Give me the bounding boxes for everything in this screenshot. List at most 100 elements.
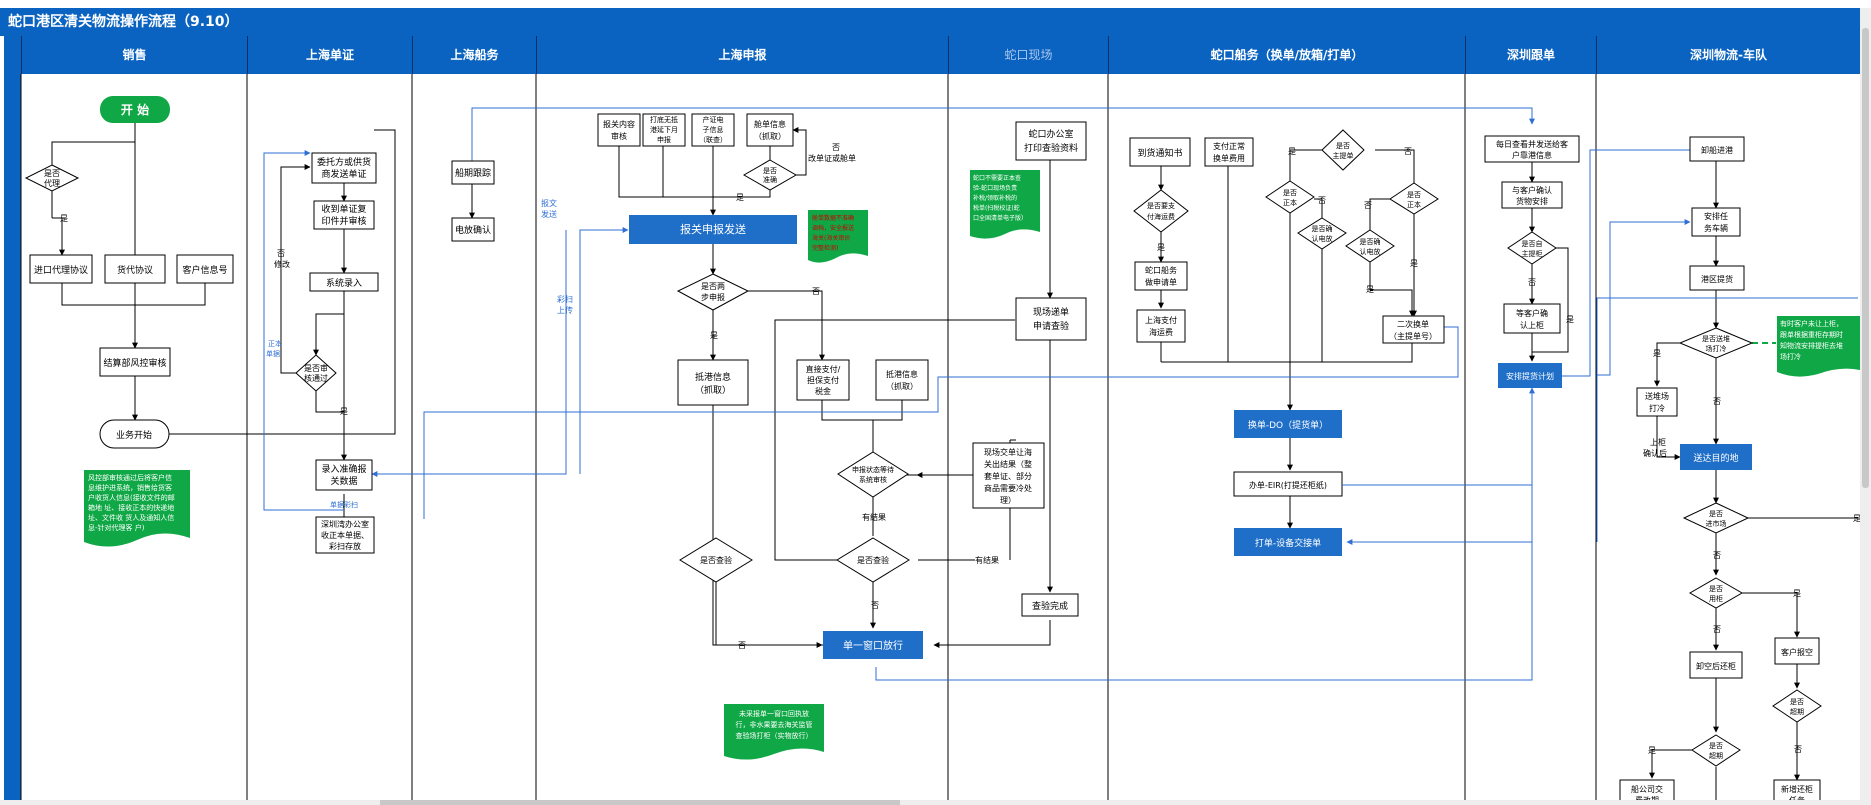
svg-text:与客户确认: 与客户确认 bbox=[1512, 185, 1552, 195]
box-empty-return: 卸空后还柜 bbox=[1689, 651, 1743, 679]
label-original: 正本 bbox=[268, 339, 282, 348]
box-cust-empty: 客户报空 bbox=[1774, 637, 1820, 665]
svg-text:港延下月: 港延下月 bbox=[650, 125, 678, 134]
decision-self-pickup: 是否自 主提柜 bbox=[1507, 231, 1557, 265]
box-arrival-notice: 到货通知书 bbox=[1129, 137, 1191, 167]
box-sz-office: 深圳湾办公室 收正本单据、 彩扫存放 bbox=[315, 516, 375, 554]
svg-text:安排提货计划: 安排提货计划 bbox=[1506, 371, 1554, 381]
svg-text:船公司交: 船公司交 bbox=[1631, 784, 1663, 794]
svg-text:户收货人信息(接收文件的邮: 户收货人信息(接收文件的邮 bbox=[88, 493, 175, 502]
note-truck: 有时客户未让上柜， 跟单根据重柜存期时 知物流安排提柜去堆 场打冷 bbox=[1777, 316, 1860, 377]
svg-text:是否查验: 是否查验 bbox=[857, 555, 889, 565]
label-self-yes: 是 bbox=[1566, 315, 1574, 324]
svg-text:舱单信息: 舱单信息 bbox=[754, 119, 786, 129]
box-ship-track: 船期跟踪 bbox=[451, 160, 495, 185]
svg-text:结算部风控审核: 结算部风控审核 bbox=[103, 357, 166, 369]
svg-text:卸船进港: 卸船进港 bbox=[1701, 145, 1733, 155]
label-overdue2-no: 否 bbox=[1794, 745, 1802, 754]
box-declare-send: 报关申报发送 bbox=[629, 215, 797, 244]
label-orig2-yes: 是 bbox=[1410, 259, 1418, 268]
label-main-yes: 是 bbox=[1288, 147, 1296, 156]
box-arrange-truck: 安排任 务车辆 bbox=[1691, 207, 1741, 237]
svg-text:系统录入: 系统录入 bbox=[326, 277, 362, 289]
lane-header-sh-declare: 上海申报 bbox=[536, 36, 948, 74]
decision-original-1: 是否 正本 bbox=[1265, 180, 1315, 214]
box-pay-tax: 直接支付/ 担保支付 税金 bbox=[796, 359, 850, 401]
note-sales: 风控部审核通过后将客户信 息维护进系统，销售给货客 户收货人信息(接收文件的邮 … bbox=[84, 470, 190, 547]
box-entrust: 委托方或供货 商发送单证 bbox=[311, 152, 377, 184]
label-manifest-no: 否 bbox=[832, 143, 840, 152]
box-tel-confirm: 电放确认 bbox=[451, 217, 495, 242]
label-report-send2: 发送 bbox=[541, 209, 557, 219]
vertical-scrollbar[interactable] bbox=[1860, 8, 1871, 805]
svg-text:单一窗口放行: 单一窗口放行 bbox=[843, 639, 903, 652]
box-to-destination: 送达目的地 bbox=[1680, 444, 1752, 470]
box-sk-ship-apply: 蛇口船务 做申请单 bbox=[1134, 261, 1188, 291]
svg-text:办单-EIR(打提还柜纸): 办单-EIR(打提还柜纸) bbox=[1249, 480, 1327, 490]
svg-text:进市场: 进市场 bbox=[1706, 519, 1727, 528]
svg-text:系统审核: 系统审核 bbox=[859, 475, 887, 484]
box-customer-info: 客户信息号 bbox=[176, 254, 234, 284]
label-cold-no: 否 bbox=[1713, 397, 1721, 406]
label-use-no: 否 bbox=[1713, 625, 1721, 634]
svg-text:收正本单据、: 收正本单据、 bbox=[321, 530, 369, 540]
box-daily-check: 每日查看并发送给客 户靠港信息 bbox=[1484, 135, 1580, 163]
svg-text:知物流安排提柜去堆: 知物流安排提柜去堆 bbox=[1780, 341, 1843, 350]
blue-connectors bbox=[371, 107, 1858, 681]
box-import-agent: 进口代理协议 bbox=[29, 254, 93, 284]
svg-text:收到单证复: 收到单证复 bbox=[321, 203, 366, 215]
label-self-no: 否 bbox=[1528, 278, 1536, 287]
svg-text:商品需要冷处: 商品需要冷处 bbox=[984, 483, 1032, 493]
node-business-start: 业务开始 bbox=[99, 419, 170, 449]
svg-text:船期跟踪: 船期跟踪 bbox=[455, 167, 491, 179]
svg-text:（抓取）: （抓取） bbox=[886, 381, 918, 391]
svg-text:彩扫存放: 彩扫存放 bbox=[329, 541, 361, 551]
svg-text:是否确: 是否确 bbox=[1360, 237, 1381, 246]
label-pass-yes: 是 bbox=[340, 407, 348, 416]
svg-text:场打冷: 场打冷 bbox=[1780, 352, 1801, 361]
svg-text:电放确认: 电放确认 bbox=[455, 224, 491, 236]
svg-text:每日查看并发送给客: 每日查看并发送给客 bbox=[1496, 139, 1568, 149]
svg-text:是否: 是否 bbox=[1790, 698, 1804, 706]
box-manifest: 舱单信息 （抓取） bbox=[746, 113, 794, 147]
lane-header-sk-shipping: 蛇口船务（换单/放箱/打单） bbox=[1108, 36, 1465, 74]
node-start: 开 始 bbox=[100, 96, 170, 123]
label-manifest-yes: 是 bbox=[736, 193, 744, 202]
svg-text:用柜: 用柜 bbox=[1709, 594, 1723, 603]
svg-text:安排任: 安排任 bbox=[1704, 211, 1728, 221]
box-audit: 报关内容 审核 bbox=[597, 113, 641, 147]
svg-text:调档，安全报送: 调档，安全报送 bbox=[812, 224, 854, 232]
horizontal-scrollbar[interactable] bbox=[0, 800, 1860, 805]
label-tel2-yes: 是 bbox=[1366, 285, 1374, 294]
svg-text:风控部审核通过后将客户信: 风控部审核通过后将客户信 bbox=[88, 473, 172, 482]
svg-text:主提单: 主提单 bbox=[1333, 151, 1354, 160]
lane-header-sk-field: 蛇口现场 bbox=[948, 36, 1108, 74]
decision-cold-storage: 是否送堆 场打冷 bbox=[1678, 327, 1754, 359]
box-wait-confirm: 等客户确 认上柜 bbox=[1503, 303, 1561, 334]
svg-text:税单(扫税校证(蛇: 税单(扫税校证(蛇 bbox=[973, 204, 1020, 212]
svg-text:送达目的地: 送达目的地 bbox=[1693, 452, 1738, 464]
svg-text:认电放: 认电放 bbox=[1312, 234, 1333, 243]
box-freight-agent: 货代协议 bbox=[104, 254, 166, 284]
svg-text:进口代理协议: 进口代理协议 bbox=[34, 264, 88, 276]
svg-text:直接支付/: 直接支付/ bbox=[806, 364, 841, 374]
box-enter-data: 录入准确报 关数据 bbox=[315, 459, 373, 491]
label-has-result: 有结果 bbox=[862, 512, 886, 522]
svg-text:新增还柜: 新增还柜 bbox=[1781, 784, 1813, 794]
box-arrange-plan: 安排提货计划 bbox=[1498, 363, 1562, 388]
decision-is-agent: 是否 代理 bbox=[24, 164, 80, 192]
svg-text:未采报单一窗口回执放: 未采报单一窗口回执放 bbox=[739, 709, 809, 718]
decision-confirm-tel-2: 是否确 认电放 bbox=[1345, 229, 1395, 263]
svg-text:口全国清单电子版）: 口全国清单电子版） bbox=[973, 214, 1027, 222]
lane-header-bar bbox=[21, 36, 1860, 74]
horizontal-scroll-thumb[interactable] bbox=[380, 800, 900, 805]
svg-text:是否: 是否 bbox=[1283, 189, 1297, 197]
svg-text:申报: 申报 bbox=[657, 135, 671, 144]
note-field: 蛇口不需要正本查 验-蛇口现场负责 补税/领取补税的 税单(扫税校证(蛇 口全国… bbox=[970, 170, 1040, 239]
vertical-scroll-thumb[interactable] bbox=[1862, 28, 1869, 488]
box-field-result: 现场交单让海 关出结果（整 套单证、部分 商品需要冷处 理） bbox=[972, 442, 1045, 509]
svg-text:货物安排: 货物安排 bbox=[1516, 196, 1548, 206]
lane-dividers bbox=[20, 74, 1597, 805]
label-modify: 修改 bbox=[274, 259, 290, 269]
